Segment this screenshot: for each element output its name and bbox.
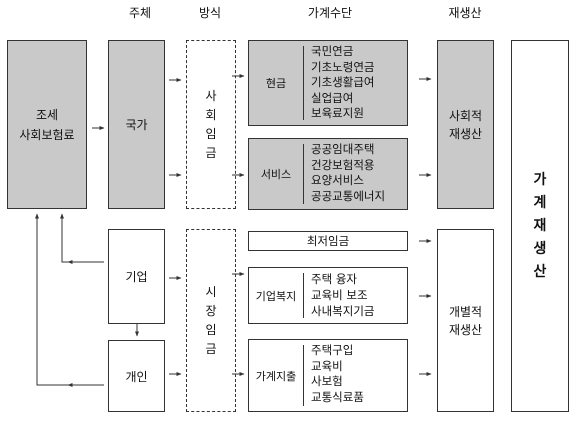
corporate-welfare-separator bbox=[303, 273, 304, 318]
household-reproduction-char: 계 bbox=[533, 194, 547, 211]
social-wage-char: 회 bbox=[205, 107, 217, 122]
minimum-wage-box: 최저임금 bbox=[248, 231, 408, 251]
service-item: 공공임대주택 bbox=[311, 142, 375, 156]
header-subject: 주체 bbox=[128, 6, 152, 20]
state-box: 국가 bbox=[108, 40, 165, 209]
market-wage-box: 시 장 임 금 bbox=[186, 229, 236, 412]
household-spending-items: 주택구입 교육비 사보험 교통식료품 bbox=[311, 343, 364, 405]
social-wage-char: 사 bbox=[205, 88, 217, 103]
household-reproduction-char: 산 bbox=[533, 263, 547, 280]
household-spending-separator bbox=[303, 345, 304, 406]
cash-item: 기초생활급여 bbox=[311, 75, 375, 89]
cash-item: 실업급여 bbox=[311, 90, 354, 105]
cash-separator bbox=[303, 46, 304, 120]
social-reproduction-line2: 재생산 bbox=[448, 126, 483, 141]
service-box: 서비스 공공임대주택 건강보험적용 요양서비스 공공교통에너지 bbox=[248, 138, 408, 210]
service-label: 서비스 bbox=[260, 168, 292, 181]
market-wage-char: 금 bbox=[205, 341, 217, 356]
household-spending-item: 주택구입 bbox=[311, 343, 354, 357]
service-item: 요양서비스 bbox=[311, 173, 364, 187]
cash-items: 국민연금 기초노령연금 기초생활급여 실업급여 보육료지원 bbox=[311, 44, 374, 122]
cash-box: 현금 국민연금 기초노령연금 기초생활급여 실업급여 보육료지원 bbox=[248, 40, 408, 126]
corporate-welfare-item: 사내복지기금 bbox=[311, 304, 375, 318]
market-wage-char: 장 bbox=[205, 303, 217, 318]
market-wage-char: 시 bbox=[205, 284, 217, 299]
social-wage-char: 임 bbox=[205, 126, 217, 141]
individual-box: 개인 bbox=[108, 340, 165, 412]
social-wage-box: 사 회 임 금 bbox=[186, 40, 236, 209]
tax-social-insurance-box: 조세 사회보험료 bbox=[7, 40, 87, 209]
household-reproduction-box: 가 계 재 생 산 bbox=[511, 40, 569, 412]
arrow-individual-to-tax bbox=[35, 213, 104, 386]
service-item: 건강보험적용 bbox=[311, 157, 375, 172]
market-wage-char: 임 bbox=[205, 322, 217, 337]
household-reproduction-char: 생 bbox=[533, 240, 547, 257]
cash-item: 국민연금 bbox=[311, 44, 354, 58]
individual-reproduction-line2: 재생산 bbox=[448, 322, 483, 337]
tax-label: 조세 bbox=[35, 107, 59, 122]
service-item: 공공교통에너지 bbox=[311, 188, 386, 203]
individual-reproduction-box: 개별적 재생산 bbox=[437, 229, 494, 412]
social-wage-char: 금 bbox=[205, 145, 217, 160]
corporate-welfare-item: 주택 융자 bbox=[311, 272, 357, 286]
cash-item: 기초노령연금 bbox=[311, 59, 375, 74]
corporate-welfare-item: 교육비 보조 bbox=[311, 288, 368, 302]
cash-item: 보육료지원 bbox=[311, 106, 364, 120]
social-reproduction-line1: 사회적 bbox=[448, 108, 483, 123]
household-spending-box: 가계지출 주택구입 교육비 사보험 교통식료품 bbox=[248, 339, 408, 412]
corporate-welfare-label: 기업복지 bbox=[255, 289, 297, 303]
household-spending-label: 가계지출 bbox=[255, 369, 297, 383]
header-reproduction: 재생산 bbox=[448, 6, 482, 20]
social-insurance-label: 사회보험료 bbox=[19, 127, 75, 142]
individual-reproduction-line1: 개별적 bbox=[448, 304, 483, 319]
corporate-welfare-box: 기업복지 주택 융자 교육비 보조 사내복지기금 bbox=[248, 267, 408, 324]
header-means: 가계수단 bbox=[307, 6, 353, 20]
cash-label: 현금 bbox=[265, 77, 287, 90]
household-reproduction-char: 가 bbox=[533, 171, 547, 188]
company-box: 기업 bbox=[108, 229, 165, 324]
service-separator bbox=[303, 144, 304, 204]
arrow-company-to-tax bbox=[60, 213, 104, 263]
household-reproduction-char: 재 bbox=[533, 217, 547, 234]
household-spending-item: 사보험 bbox=[311, 374, 343, 388]
household-spending-item: 교통식료품 bbox=[311, 389, 364, 404]
social-reproduction-box: 사회적 재생산 bbox=[437, 40, 494, 209]
service-items: 공공임대주택 건강보험적용 요양서비스 공공교통에너지 bbox=[311, 142, 385, 204]
household-spending-item: 교육비 bbox=[311, 358, 343, 373]
header-method: 방식 bbox=[198, 6, 222, 20]
corporate-welfare-items: 주택 융자 교육비 보조 사내복지기금 bbox=[311, 271, 374, 319]
